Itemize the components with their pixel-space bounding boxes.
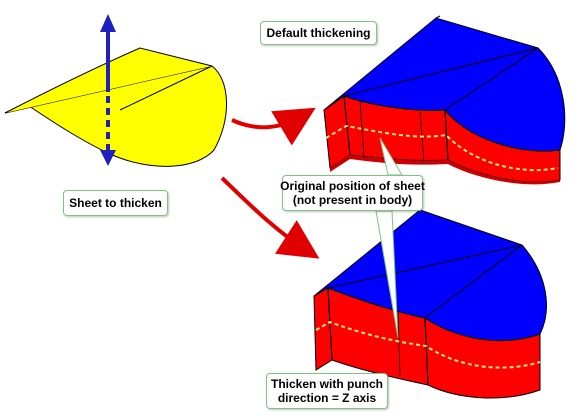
sheet-crease-line: [119, 65, 213, 111]
punch-thickened-body: [313, 209, 547, 399]
default-thickening-label: Default thickening: [260, 21, 377, 45]
default-thickened-body: [323, 15, 566, 185]
original-position-line1: Original position of sheet: [280, 179, 425, 193]
yellow-sheet: [4, 47, 227, 167]
sheet-to-thicken-text: Sheet to thicken: [69, 196, 162, 210]
default-thickening-text: Default thickening: [266, 26, 371, 40]
original-position-line2: (not present in body): [292, 193, 413, 207]
normal-axis-arrow: [100, 14, 116, 166]
punch-direction-line1: Thicken with punch: [270, 377, 383, 391]
arrow-to-punch: [220, 176, 320, 259]
punch-direction-line2: direction = Z axis: [277, 391, 377, 405]
original-position-label: Original position of sheet (not present …: [280, 175, 425, 211]
punch-direction-label: Thicken with punch direction = Z axis: [266, 373, 388, 409]
arrow-to-default: [231, 107, 316, 146]
callout-pointer-bottom: [375, 210, 399, 339]
sheet-to-thicken-label: Sheet to thicken: [63, 190, 168, 216]
